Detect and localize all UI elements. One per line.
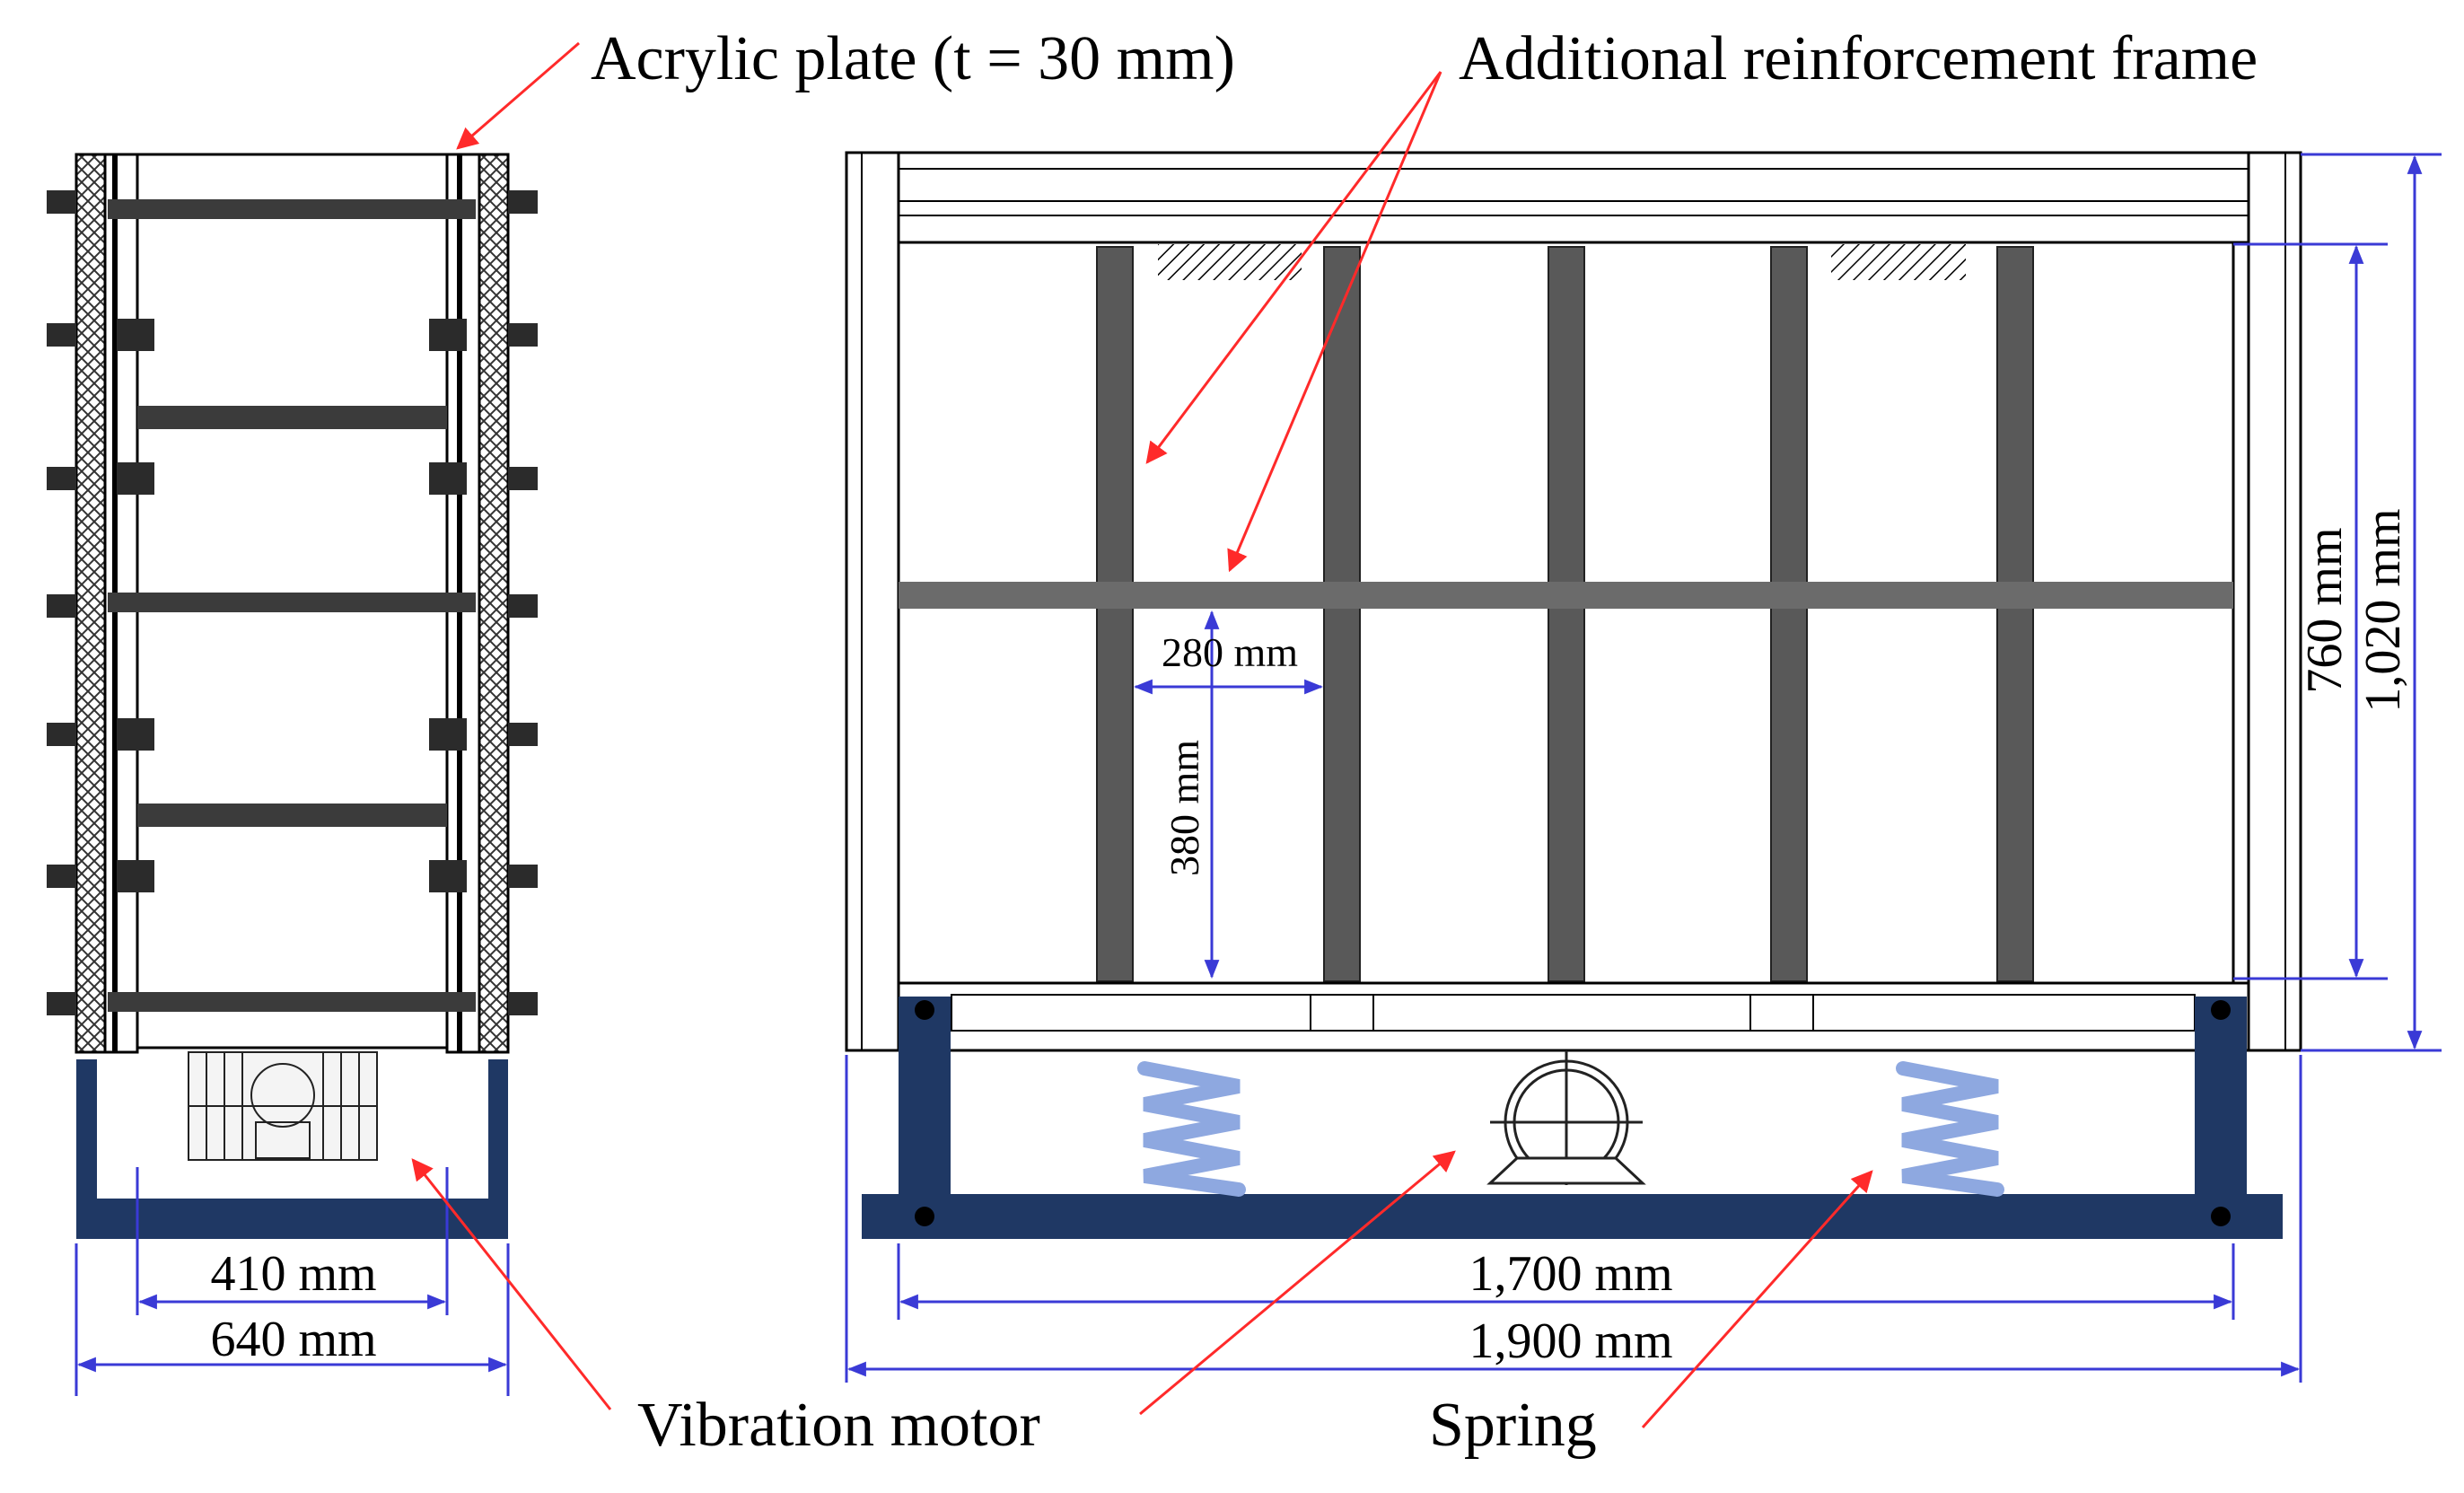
dim-1900-label: 1,900 mm (1469, 1313, 1672, 1369)
dim-760-label: 760 mm (2297, 527, 2353, 693)
side-reinforcement-bar (137, 406, 447, 429)
label-spring: Spring (1429, 1391, 1597, 1460)
spring-left (1137, 1061, 1246, 1197)
front-base-beam (862, 1194, 2283, 1239)
dim-640-label: 640 mm (210, 1312, 376, 1367)
front-bottom-beam (897, 981, 2250, 1052)
dim-410-label: 410 mm (210, 1246, 376, 1302)
reinforcement-vertical (1770, 246, 1808, 982)
label-acrylic-plate: Acrylic plate (t = 30 mm) (591, 24, 1235, 93)
front-base-column-right (2195, 997, 2247, 1216)
side-tie-bar (108, 992, 476, 1012)
front-dimensions (845, 153, 2442, 1383)
dim-1700-label: 1,700 mm (1469, 1246, 1672, 1302)
side-tie-bar (108, 593, 476, 612)
front-post-right (2247, 151, 2302, 1052)
side-vibration-motor (188, 1051, 378, 1161)
spring-right (1896, 1061, 2004, 1197)
front-vibration-motor (1486, 1050, 1646, 1185)
side-bolts (47, 190, 538, 1015)
soil-hatch-left (1158, 244, 1302, 280)
side-base-frame (76, 1059, 508, 1239)
side-reinforcement-bar (137, 804, 447, 827)
side-column-outer-right (478, 153, 510, 1054)
side-view (47, 153, 538, 1239)
callout-lines (411, 41, 1873, 1429)
side-tie-bar (108, 199, 476, 219)
reinforcement-horizontal (899, 582, 2233, 609)
soil-hatch-right (1831, 244, 1966, 280)
label-reinforcement-frame: Additional reinforcement frame (1459, 24, 2258, 93)
dim-280-label: 280 mm (1162, 629, 1298, 675)
front-view (845, 151, 2302, 1239)
label-vibration-motor: Vibration motor (637, 1391, 1040, 1460)
side-dimensions (75, 1167, 510, 1396)
reinforcement-vertical (1323, 246, 1361, 982)
side-column-outer-left (75, 153, 107, 1054)
reinforcement-vertical (1996, 246, 2034, 982)
dim-1020-label: 1,020 mm (2355, 508, 2411, 712)
front-base-column-left (899, 997, 951, 1216)
reinforcement-vertical (1096, 246, 1134, 982)
dim-380-label: 380 mm (1162, 740, 1207, 876)
front-post-left (845, 151, 900, 1052)
reinforcement-vertical (1548, 246, 1585, 982)
front-top-beam (897, 151, 2250, 244)
